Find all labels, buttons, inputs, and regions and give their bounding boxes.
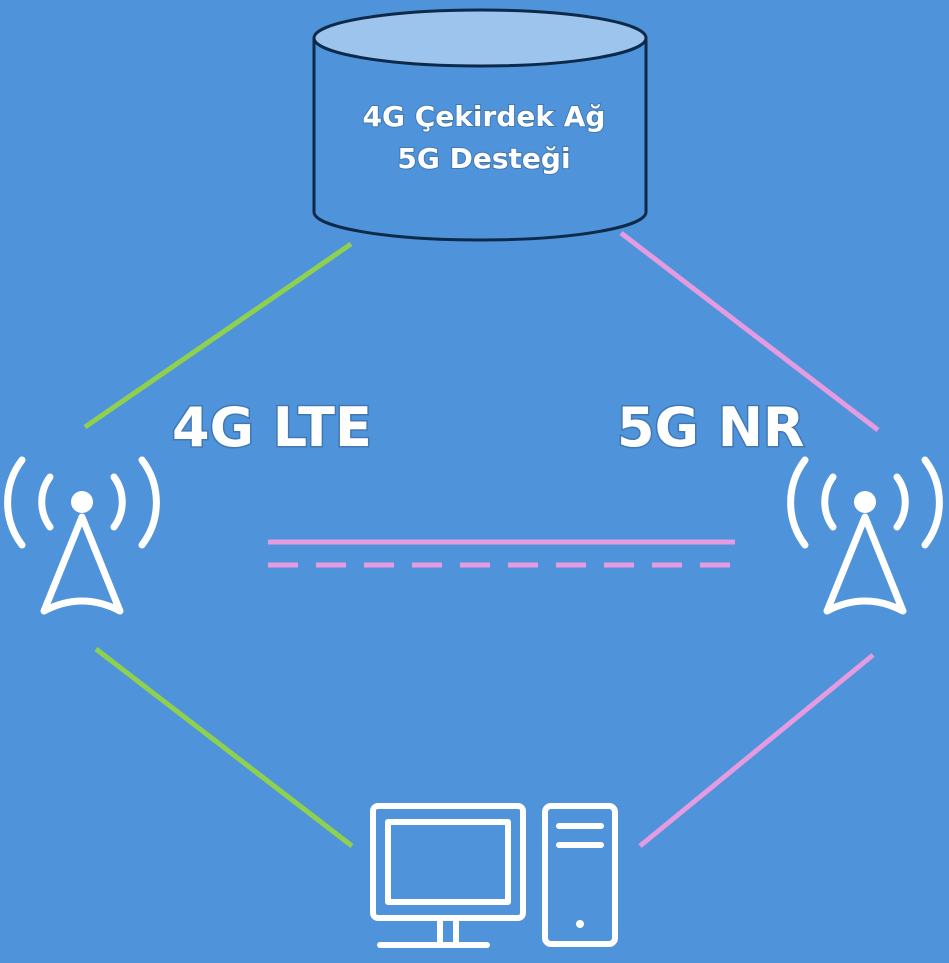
cylinder-body	[312, 38, 648, 242]
core-network-node: 4G Çekirdek Ağ 5G Desteği	[312, 8, 648, 242]
radio-tower-icon	[4, 456, 160, 615]
desktop-computer-icon	[370, 803, 618, 948]
core-network-subtitle: 5G Desteği	[397, 142, 570, 175]
lte-label: 4G LTE	[172, 396, 372, 459]
nr-core-link	[619, 231, 880, 432]
lte-core-link	[83, 241, 353, 430]
core-network-title: 4G Çekirdek Ağ	[363, 100, 606, 133]
cylinder-top	[312, 8, 648, 68]
lte-user-link	[94, 647, 354, 848]
radio-tower-icon	[787, 456, 943, 615]
nr-user-link	[638, 653, 875, 848]
nr-label: 5G NR	[617, 396, 804, 459]
